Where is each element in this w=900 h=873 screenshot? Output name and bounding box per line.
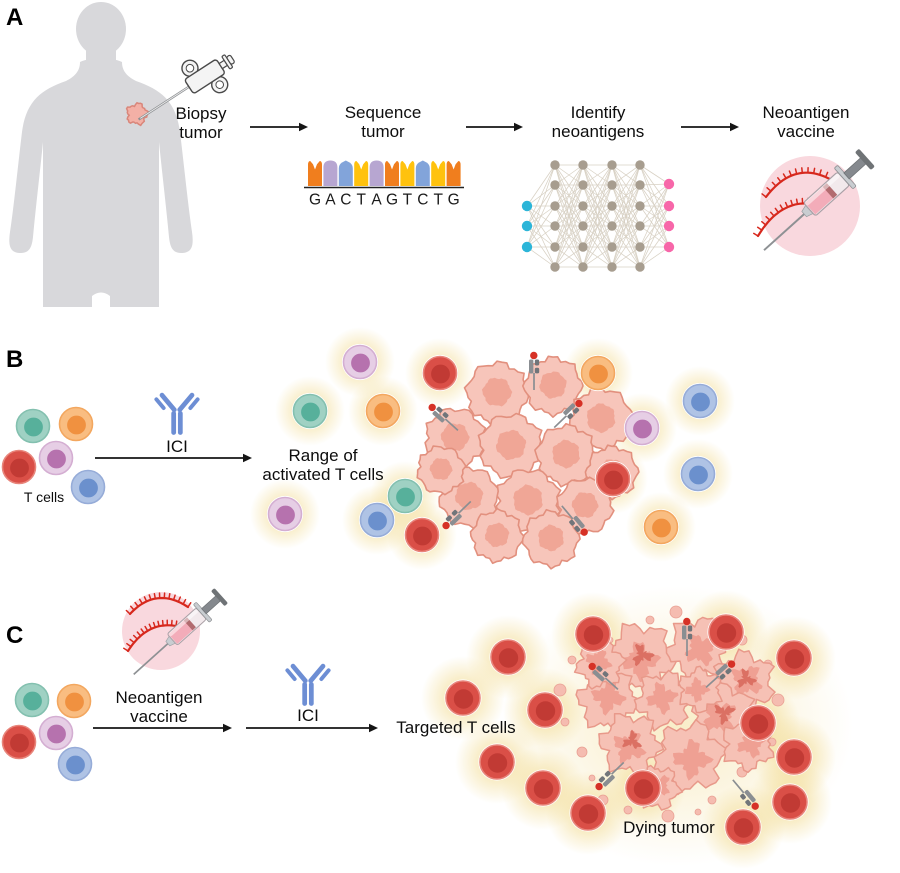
dna-peak-T bbox=[354, 161, 369, 186]
panel-b bbox=[0, 327, 735, 570]
neural-network-icon bbox=[521, 160, 675, 272]
arrow-head bbox=[514, 122, 523, 132]
dna-letter: T bbox=[356, 192, 366, 209]
sequence-tumor-label: Sequence tumor bbox=[344, 103, 422, 141]
biopsy-tumor-label: Biopsy tumor bbox=[175, 104, 227, 142]
dying-tumor-label: Dying tumor bbox=[623, 818, 715, 837]
ici-label-b: ICI bbox=[166, 437, 188, 456]
dna-peak-A bbox=[369, 160, 384, 186]
dna-letter: G bbox=[386, 192, 398, 209]
dna-letter: T bbox=[433, 192, 443, 209]
dna-peak-G bbox=[308, 161, 322, 186]
panel-a-arrows bbox=[250, 122, 739, 132]
dna-letter: A bbox=[325, 192, 336, 209]
dna-peak-A bbox=[323, 160, 338, 186]
mrna-strand-icon bbox=[123, 592, 192, 653]
patient-silhouette bbox=[9, 2, 193, 307]
resting-t-cells bbox=[0, 681, 94, 783]
arrow-head bbox=[730, 122, 739, 132]
neoantigen-vaccine-icon bbox=[122, 585, 231, 685]
ici-antibody-icon bbox=[153, 391, 201, 435]
panel-c bbox=[0, 585, 853, 869]
dna-letter: C bbox=[340, 192, 351, 209]
dna-letter: C bbox=[417, 192, 428, 209]
dna-letter: A bbox=[371, 192, 382, 209]
neoantigen-vaccine-icon bbox=[753, 146, 878, 262]
activated-t-cells bbox=[266, 343, 719, 554]
identify-neoantigens-label: Identify neoantigens bbox=[551, 103, 645, 141]
resting-t-cells bbox=[0, 405, 107, 506]
tumor-mass bbox=[416, 355, 640, 570]
arrow-head bbox=[299, 122, 308, 132]
arrow-head bbox=[223, 723, 232, 733]
dna-peak-C bbox=[338, 160, 353, 186]
targeted-t-cells-label: Targeted T cells bbox=[396, 718, 516, 737]
arrow-head bbox=[243, 453, 252, 463]
dna-letter: G bbox=[448, 192, 460, 209]
dna-peak-G bbox=[446, 161, 461, 186]
dna-peak-T bbox=[431, 161, 446, 186]
panel-a-label: A bbox=[6, 4, 24, 31]
arrow-head bbox=[369, 723, 378, 733]
ici-antibody-icon bbox=[284, 662, 332, 706]
range-activated-t-cells-label: Range of activated T cells bbox=[262, 446, 384, 484]
dna-letter: T bbox=[403, 192, 413, 209]
tumor-on-body bbox=[125, 101, 150, 127]
panel-b-arrow bbox=[95, 453, 252, 463]
dna-peak-T bbox=[400, 161, 415, 186]
panel-c-label: C bbox=[6, 622, 24, 649]
dna-letter: G bbox=[309, 192, 321, 209]
panel-b-label: B bbox=[6, 346, 24, 373]
targeted-t-cells bbox=[444, 613, 813, 846]
ici-label-c: ICI bbox=[297, 706, 319, 725]
dna-peak-C bbox=[415, 160, 430, 186]
biopsy-needle-icon bbox=[137, 54, 235, 121]
dna-peak-G bbox=[385, 161, 399, 186]
panel-c-arrows bbox=[93, 723, 378, 733]
t-cells-label: T cells bbox=[23, 489, 65, 505]
neoantigen-vaccine-label-c: Neoantigen vaccine bbox=[115, 688, 203, 726]
neoantigen-vaccine-label: Neoantigen vaccine bbox=[762, 103, 850, 141]
